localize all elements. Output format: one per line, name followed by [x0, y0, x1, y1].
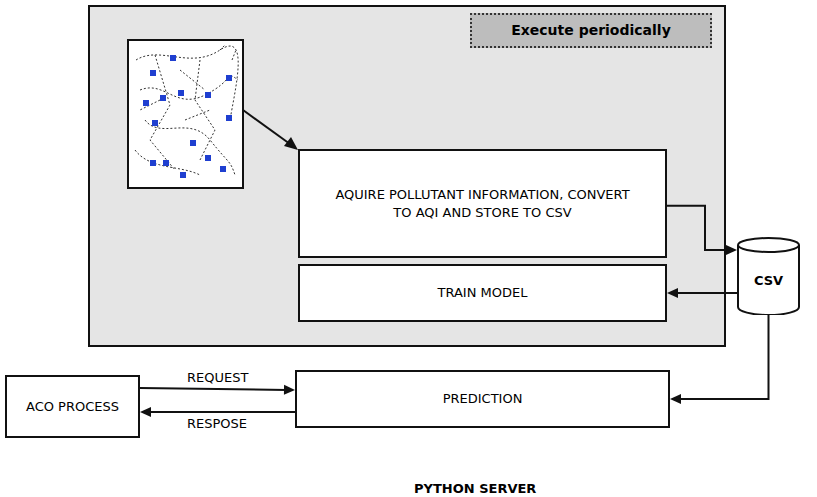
- process-box: ACO PROCESS: [5, 375, 140, 438]
- map-arrow: [243, 110, 298, 150]
- process-box: AQUIRE POLLUTANT INFORMATION, CONVERT TO…: [298, 149, 667, 258]
- edge-label: REQUEST: [187, 370, 248, 385]
- database-cylinder: CSV: [737, 237, 800, 315]
- process-box: PREDICTION: [295, 370, 670, 428]
- server-panel: [89, 6, 725, 346]
- node-text: Execute periodically: [511, 21, 671, 40]
- node-text: ACO PROCESS: [26, 398, 119, 416]
- connector-arrow: [667, 288, 737, 298]
- connector-arrow: [140, 385, 295, 395]
- edge-label: RESPOSE: [187, 416, 247, 431]
- connector-arrow: [667, 206, 737, 255]
- node-text: AQUIRE POLLUTANT INFORMATION, CONVERT TO…: [333, 186, 633, 221]
- sensor-map: [128, 40, 243, 188]
- server-caption: PYTHON SERVER: [414, 481, 536, 496]
- process-box: TRAIN MODEL: [298, 264, 667, 322]
- node-text: PREDICTION: [443, 390, 523, 408]
- node-text: CSV: [754, 272, 783, 290]
- node-text: TRAIN MODEL: [438, 284, 528, 302]
- connector-arrow: [140, 407, 295, 417]
- note-box: Execute periodically: [470, 13, 712, 48]
- connector-arrow: [670, 315, 769, 404]
